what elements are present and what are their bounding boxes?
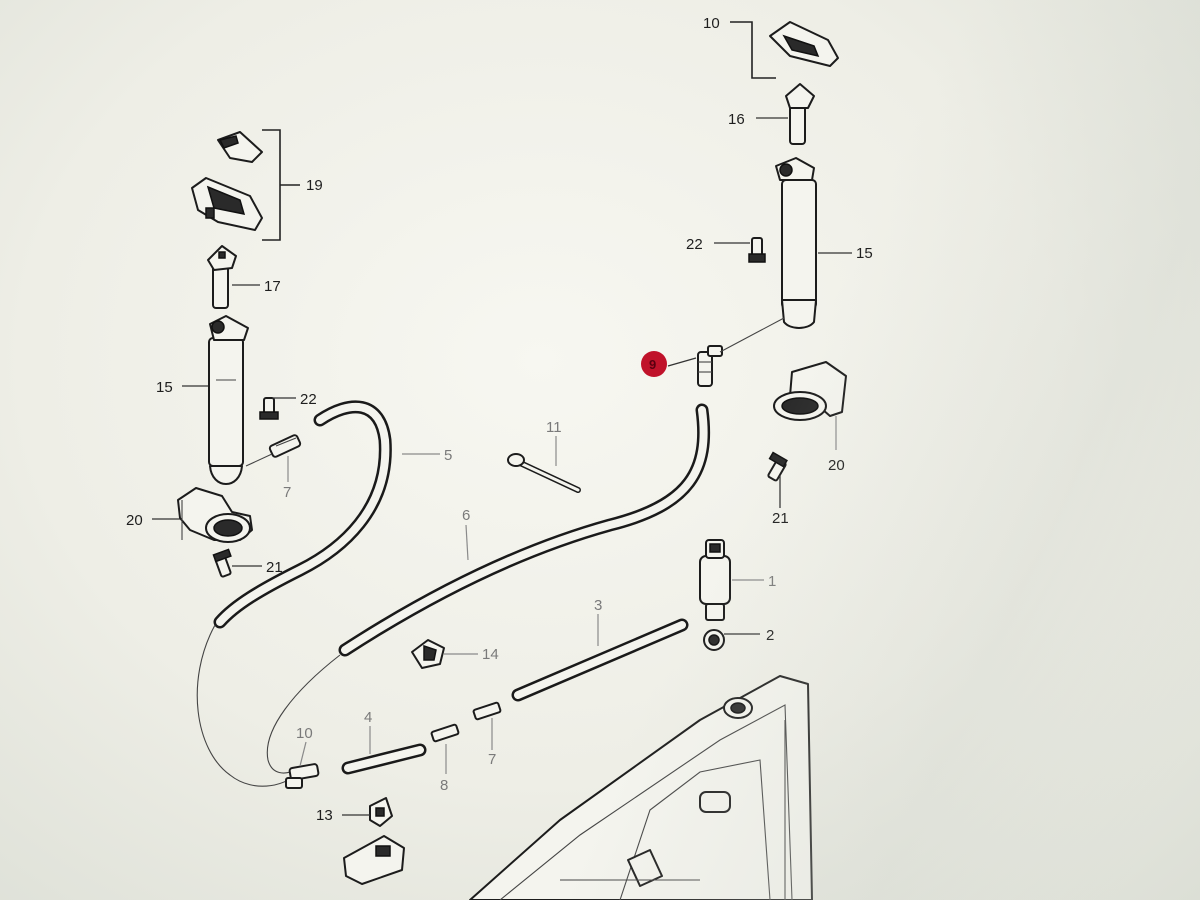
callout-22-left: 22 <box>300 391 317 408</box>
reservoir-frame <box>469 675 813 900</box>
callout-1: 1 <box>768 573 776 590</box>
callout-15-right: 15 <box>856 245 873 262</box>
nozzle-17[interactable] <box>207 245 237 309</box>
callout-20-right: 20 <box>828 457 845 474</box>
hose-6[interactable] <box>338 403 711 657</box>
clip-14[interactable] <box>411 639 445 669</box>
callout-11: 11 <box>546 419 562 436</box>
thin-line-center <box>266 654 341 774</box>
bracket-20-right[interactable] <box>773 361 847 421</box>
callout-10: 10 <box>296 725 313 742</box>
callout-17: 17 <box>264 278 281 295</box>
clip-13[interactable] <box>369 797 393 827</box>
link-right-fitting <box>719 317 785 353</box>
nozzle-16[interactable] <box>785 83 815 145</box>
cover-18-right[interactable] <box>769 21 839 67</box>
callout-7-left: 7 <box>283 484 291 501</box>
bracket-line-19 <box>262 129 300 241</box>
pump-1[interactable] <box>699 539 731 621</box>
callout-21-left: 21 <box>266 559 283 576</box>
grommet-2[interactable] <box>703 629 725 651</box>
callout-19: 19 <box>306 177 323 194</box>
callout-20-left: 20 <box>126 512 143 529</box>
callout-13: 13 <box>316 807 333 824</box>
bolt-11[interactable] <box>507 453 581 493</box>
connector-8-7[interactable] <box>430 701 502 743</box>
cylinder-15-left[interactable] <box>208 315 249 485</box>
hose-3[interactable] <box>511 618 689 702</box>
callout-2: 2 <box>766 627 774 644</box>
callout-16: 16 <box>728 111 745 128</box>
screw-21-right[interactable] <box>767 451 788 482</box>
hose-5[interactable] <box>213 400 392 629</box>
screw-21-left[interactable] <box>212 548 232 578</box>
cap-19-small[interactable] <box>217 131 263 163</box>
callout-14: 14 <box>482 646 499 663</box>
bracket-line-18 <box>730 21 776 79</box>
callout-3: 3 <box>594 597 602 614</box>
callout-18: 10 <box>703 15 720 32</box>
bracket-20-left[interactable] <box>177 487 253 543</box>
cover-19-large[interactable] <box>191 177 263 231</box>
cylinder-15-right[interactable] <box>775 157 817 329</box>
hose-4[interactable] <box>341 743 427 775</box>
callout-7-center: 7 <box>488 751 496 768</box>
leader-lines <box>152 117 852 816</box>
callout-22-right: 22 <box>686 236 703 253</box>
fitting-7-left[interactable] <box>268 434 302 458</box>
callout-8: 8 <box>440 777 448 794</box>
connector-10[interactable] <box>285 763 320 789</box>
callout-6: 6 <box>462 507 470 524</box>
bolt-22-left[interactable] <box>259 397 279 420</box>
callout-5: 5 <box>444 447 452 464</box>
callout-21-right: 21 <box>772 510 789 527</box>
link-left-fitting <box>245 453 273 467</box>
fitting-9[interactable] <box>697 345 723 387</box>
callout-4: 4 <box>364 709 372 726</box>
callout-15-left: 15 <box>156 379 173 396</box>
clip-12[interactable] <box>343 835 405 885</box>
callout-9: 9 <box>649 357 656 372</box>
bolt-22-right[interactable] <box>748 237 766 263</box>
thin-line-left <box>196 624 301 787</box>
callout-9-highlight[interactable]: 9 <box>641 351 667 377</box>
